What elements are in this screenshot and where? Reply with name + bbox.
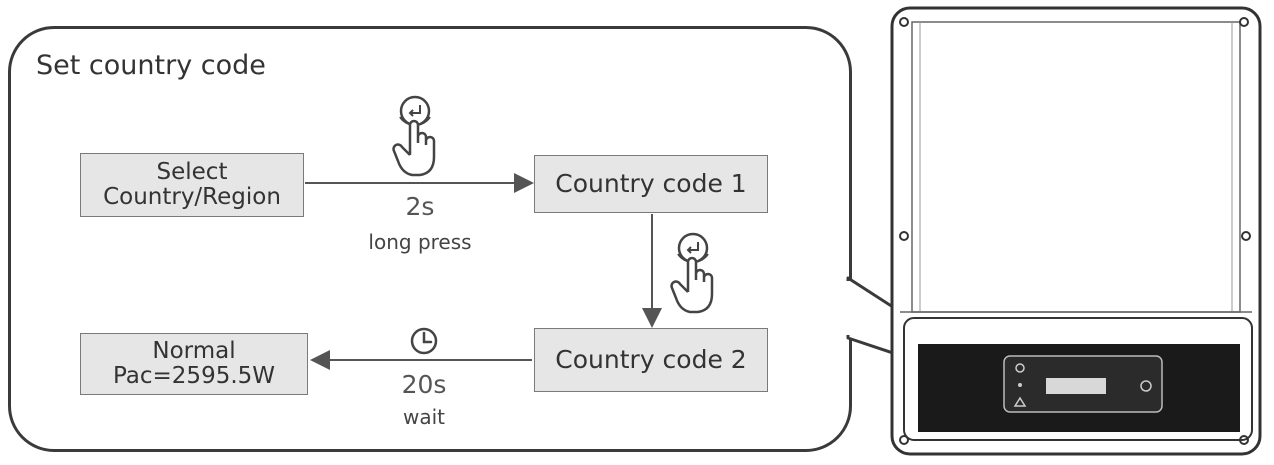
step-select-country-region: Select Country/Region — [80, 153, 304, 217]
step-select-line1: Select — [156, 158, 228, 185]
hand-press-enter-icon — [392, 95, 436, 177]
clock-icon — [410, 327, 438, 355]
hand-press-enter-icon-2 — [670, 232, 714, 314]
step-country-code-2: Country code 2 — [534, 328, 768, 392]
duration-press-label: 2s — [405, 192, 435, 221]
step-normal-line2: Pac=2595.5W — [112, 363, 276, 389]
step-normal-line1: Normal — [152, 337, 236, 364]
action-wait-label: wait — [402, 405, 445, 429]
duration-wait-label: 20s — [401, 370, 447, 399]
action-press-label: long press — [368, 230, 472, 254]
inverter-device — [890, 6, 1262, 456]
step-code2-label: Country code 2 — [555, 345, 747, 375]
diagram-title: Set country code — [36, 50, 266, 81]
step-country-code-1: Country code 1 — [534, 155, 768, 213]
step-code1-label: Country code 1 — [555, 169, 747, 199]
step-select-line2: Country/Region — [103, 184, 281, 210]
step-normal: Normal Pac=2595.5W — [80, 333, 308, 395]
